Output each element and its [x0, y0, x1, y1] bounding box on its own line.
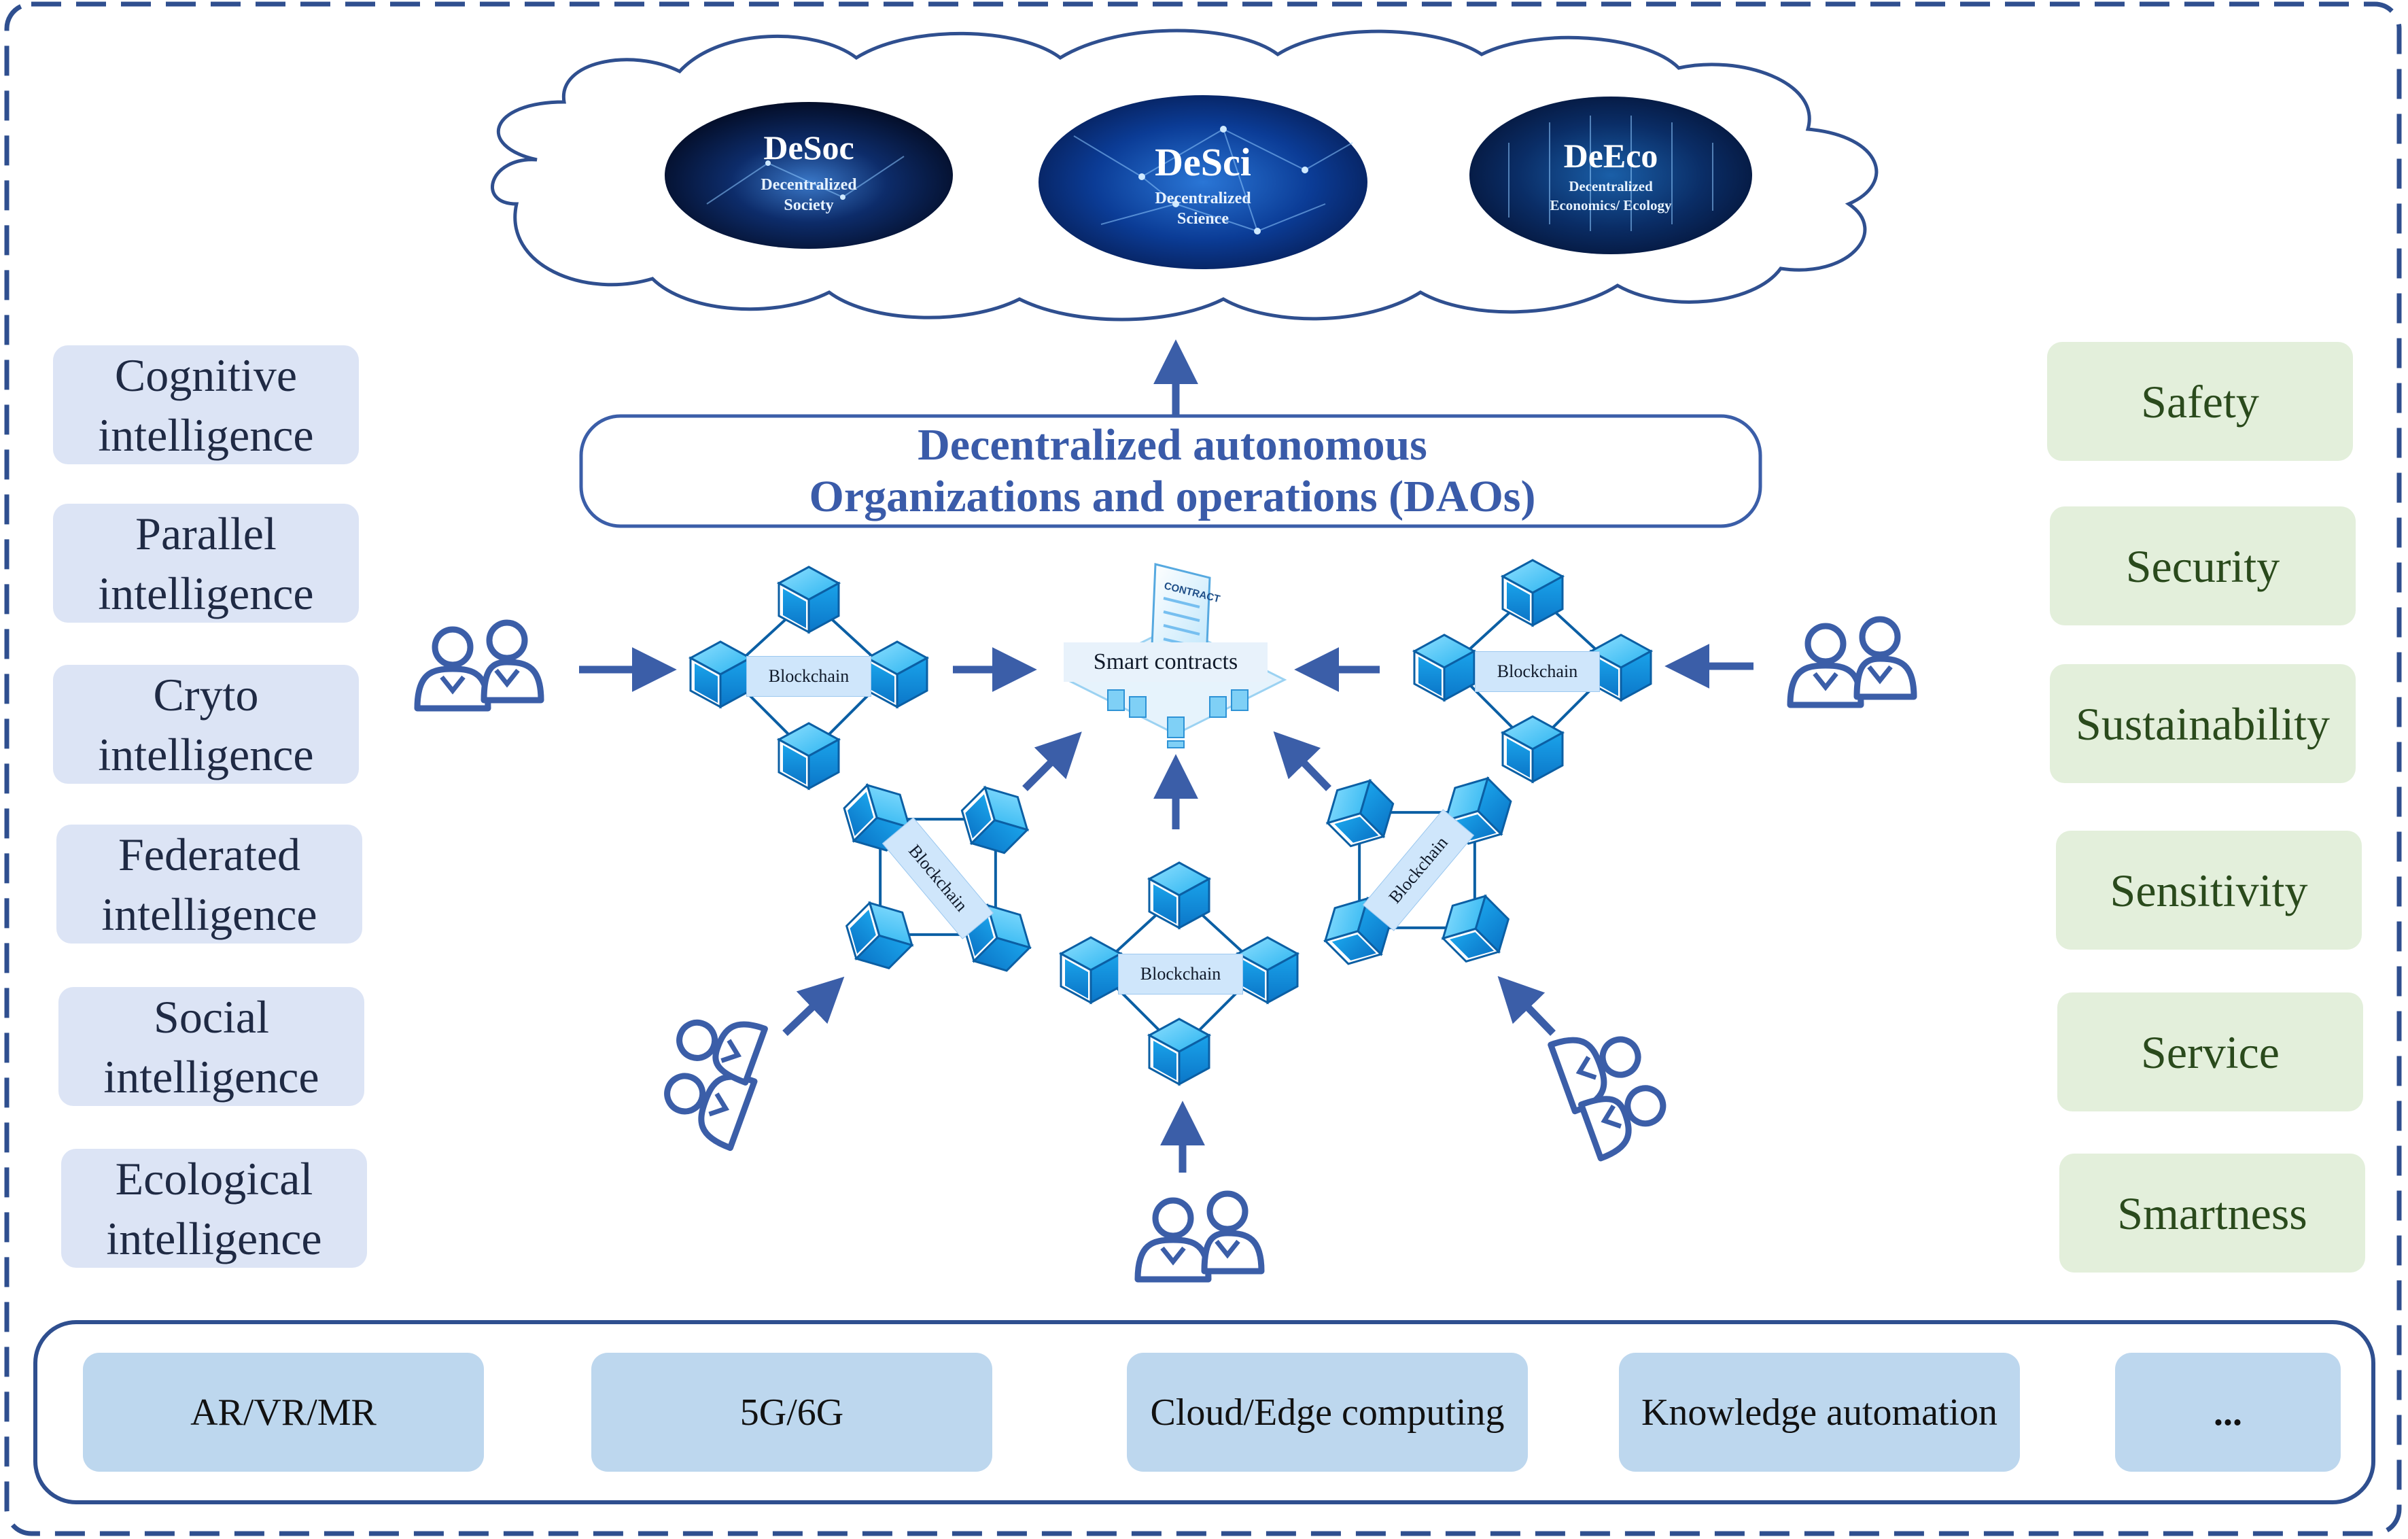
left-item-line-2: intelligence	[98, 728, 314, 780]
blockchain-label-top-left: Blockchain	[746, 656, 871, 697]
smart-contracts-label: Smart contracts	[1064, 642, 1268, 682]
blockchain-label-top-right: Blockchain	[1475, 651, 1600, 692]
bottom-item-knowledge-automation: Knowledge automation	[1619, 1353, 2020, 1472]
left-item-parallel: Parallel intelligence	[53, 504, 359, 623]
bottom-item-ar-vr-mr: AR/VR/MR	[83, 1353, 484, 1472]
right-item-service: Service	[2057, 992, 2363, 1111]
left-item-ecological: Ecological intelligence	[61, 1149, 367, 1268]
blockchain-cluster-center	[1060, 861, 1299, 1086]
server-icon	[1107, 689, 1249, 748]
right-item-smartness: Smartness	[2059, 1154, 2365, 1273]
right-item-safety: Safety	[2047, 342, 2353, 461]
blockchain-cluster-left	[831, 772, 1043, 984]
user-pair-icon-lower-right	[1551, 1016, 1674, 1161]
bottom-item-more: ...	[2115, 1353, 2341, 1472]
left-item-social: Social intelligence	[58, 987, 364, 1106]
desoc-subtitle-1: Decentralized	[761, 176, 857, 194]
dao-title: Decentralized autonomous Organizations a…	[598, 416, 1747, 526]
desoc-title: DeSoc	[763, 128, 854, 167]
right-item-sustainability: Sustainability	[2050, 664, 2356, 783]
bottom-item-5g-6g: 5G/6G	[591, 1353, 992, 1472]
desci-subtitle-2: Science	[1177, 210, 1229, 228]
blockchain-label-center: Blockchain	[1118, 954, 1243, 995]
left-item-line-2: intelligence	[106, 1212, 322, 1264]
blockchain-cluster-top-right	[1413, 559, 1652, 783]
left-item-cognitive: Cognitive intelligence	[53, 345, 359, 464]
right-item-security: Security	[2050, 506, 2356, 625]
left-item-line-2: intelligence	[98, 409, 314, 461]
dao-box	[579, 414, 1762, 528]
dao-title-line-2: Organizations and operations (DAOs)	[809, 472, 1536, 521]
left-item-line-1: Cryto	[153, 668, 259, 721]
desci-subtitle-1: Decentralized	[1155, 190, 1251, 207]
left-item-line-1: Federated	[118, 828, 301, 880]
user-pair-icon-left	[417, 623, 541, 708]
deeco-subtitle-2: Economics/ Ecology	[1550, 197, 1672, 213]
left-item-cryto: Cryto intelligence	[53, 665, 359, 784]
left-item-line-1: Parallel	[135, 507, 277, 559]
desoc-oval	[665, 102, 953, 249]
desci-title: DeSci	[1155, 140, 1251, 184]
left-item-line-1: Cognitive	[114, 349, 298, 401]
deeco-subtitle-1: Decentralized	[1569, 178, 1653, 194]
bottom-item-cloud-edge: Cloud/Edge computing	[1127, 1353, 1528, 1472]
left-item-line-2: intelligence	[103, 1050, 319, 1103]
left-item-federated: Federated intelligence	[56, 825, 362, 944]
right-item-sensitivity: Sensitivity	[2056, 831, 2362, 950]
left-item-line-2: intelligence	[98, 567, 314, 619]
outer-dashed-frame	[4, 1, 2402, 1536]
deeco-oval	[1469, 97, 1752, 254]
desci-oval	[1039, 95, 1367, 269]
blockchain-cluster-top-left	[689, 566, 928, 790]
left-item-line-1: Ecological	[115, 1152, 313, 1205]
left-item-line-2: intelligence	[101, 888, 317, 940]
user-pair-icon-lower-left	[650, 1002, 773, 1147]
desoc-subtitle-2: Society	[784, 196, 834, 214]
deeco-title: DeEco	[1563, 137, 1658, 175]
flow-arrows	[579, 644, 1753, 1173]
blockchain-cluster-right	[1312, 765, 1524, 977]
user-pair-icon-bottom	[1138, 1194, 1261, 1279]
dao-title-line-1: Decentralized autonomous	[918, 420, 1427, 470]
user-pair-icon-right	[1790, 619, 1914, 705]
left-item-line-1: Social	[154, 990, 269, 1043]
